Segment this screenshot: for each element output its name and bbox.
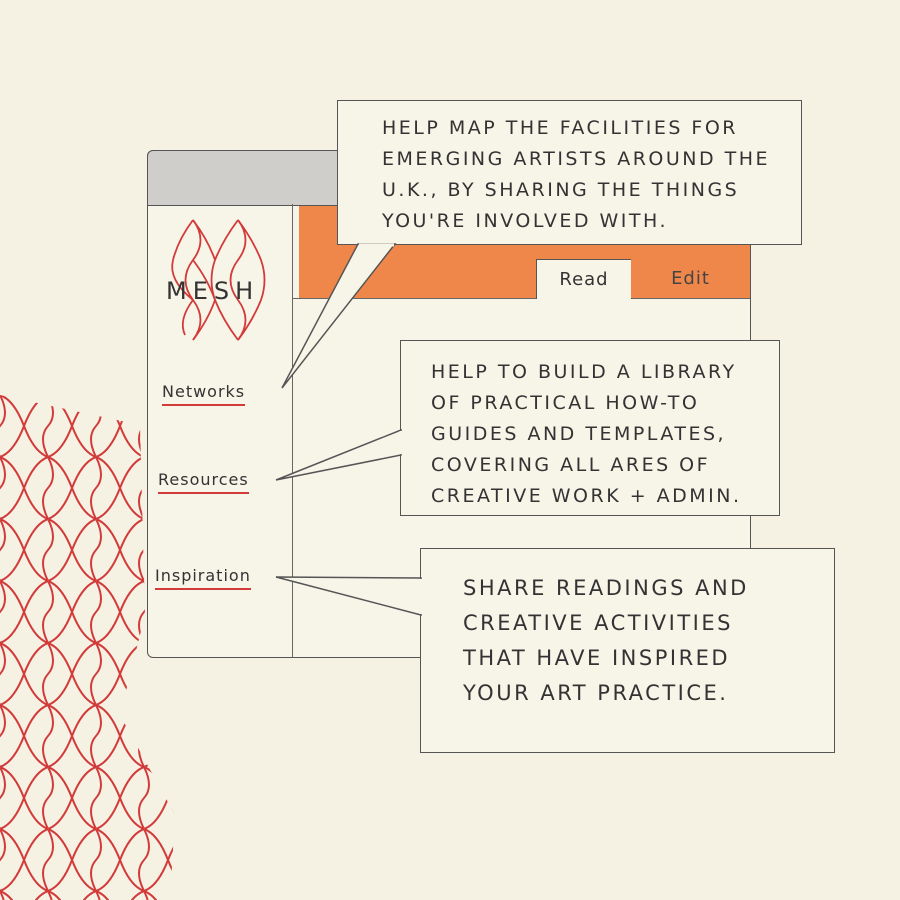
window-titlebar xyxy=(147,150,342,206)
sidebar-item-resources[interactable]: Resources xyxy=(158,470,249,494)
tab-read[interactable]: Read xyxy=(536,259,632,299)
callout-networks: Help map the facilities for emerging art… xyxy=(337,100,802,245)
callout-resources: Help to build a library of practical how… xyxy=(400,340,780,516)
sidebar-divider xyxy=(292,204,293,657)
callout-inspiration: Share readings and creative activities t… xyxy=(420,548,835,753)
sidebar-item-networks[interactable]: Networks xyxy=(162,382,246,406)
tab-edit[interactable]: Edit xyxy=(631,259,750,298)
logo-text: MESH xyxy=(166,277,260,305)
content-area xyxy=(293,298,750,657)
net-pattern-decoration xyxy=(0,395,175,900)
mesh-logo-icon xyxy=(171,219,266,341)
sidebar-item-inspiration[interactable]: Inspiration xyxy=(155,566,251,590)
